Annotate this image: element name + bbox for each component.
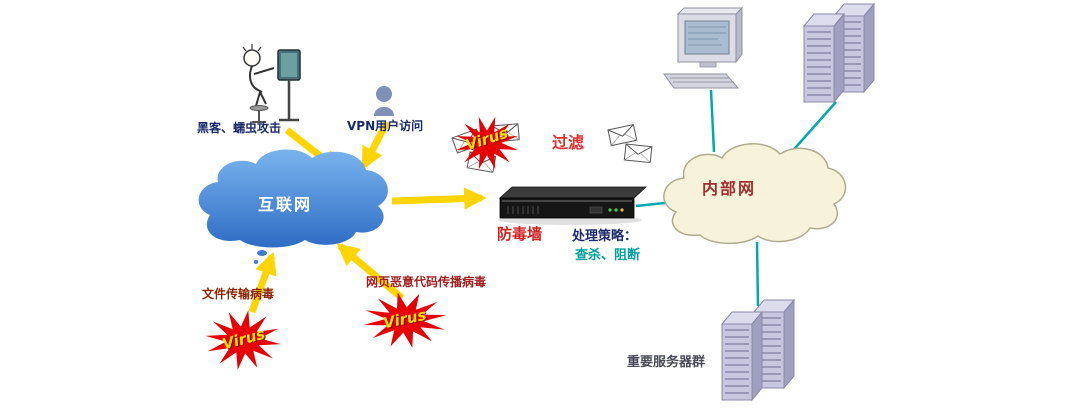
internal-network-label: 内部网 [702,179,757,198]
connector-internal-servergroup [755,241,760,307]
connector-internal-computer [709,89,716,153]
vpn-user-icon [374,86,394,116]
envelope-icon [607,124,638,147]
arrow-internet-to-firewall [391,187,487,210]
firewall-label: 防毒墙 [497,225,543,243]
server-rack-icon-bottom [721,299,795,401]
policy-label: 处理策略： [572,229,638,244]
arrow-webvirus-to-internet [336,243,405,301]
internet-cloud-label: 互联网 [258,195,313,214]
connector-internal-servers [787,101,837,157]
internet-cloud [198,149,388,264]
arrow-filevirus-to-internet [248,251,277,314]
server-group-label: 重要服务器群 [627,355,706,370]
arrow-vpn-to-internet [360,120,391,170]
hacker-label: 黑客、蠕虫攻击 [197,121,282,135]
file-virus-label: 文件传输病毒 [202,287,275,301]
vpn-user-label: VPN用户访问 [347,119,424,133]
desktop-computer-icon [663,6,744,89]
policy-actions-label: 查杀、阻断 [575,248,641,263]
web-virus-label: 网页恶意代码传播病毒 [366,275,487,289]
filtered-mail-icons [607,124,653,164]
envelope-icon [623,143,653,164]
internal-network-cloud [663,143,847,245]
filter-label: 过滤 [552,133,585,152]
hacker-figure-icon [242,44,301,123]
firewall-appliance-icon [498,186,648,225]
server-rack-icon-top [803,3,875,103]
